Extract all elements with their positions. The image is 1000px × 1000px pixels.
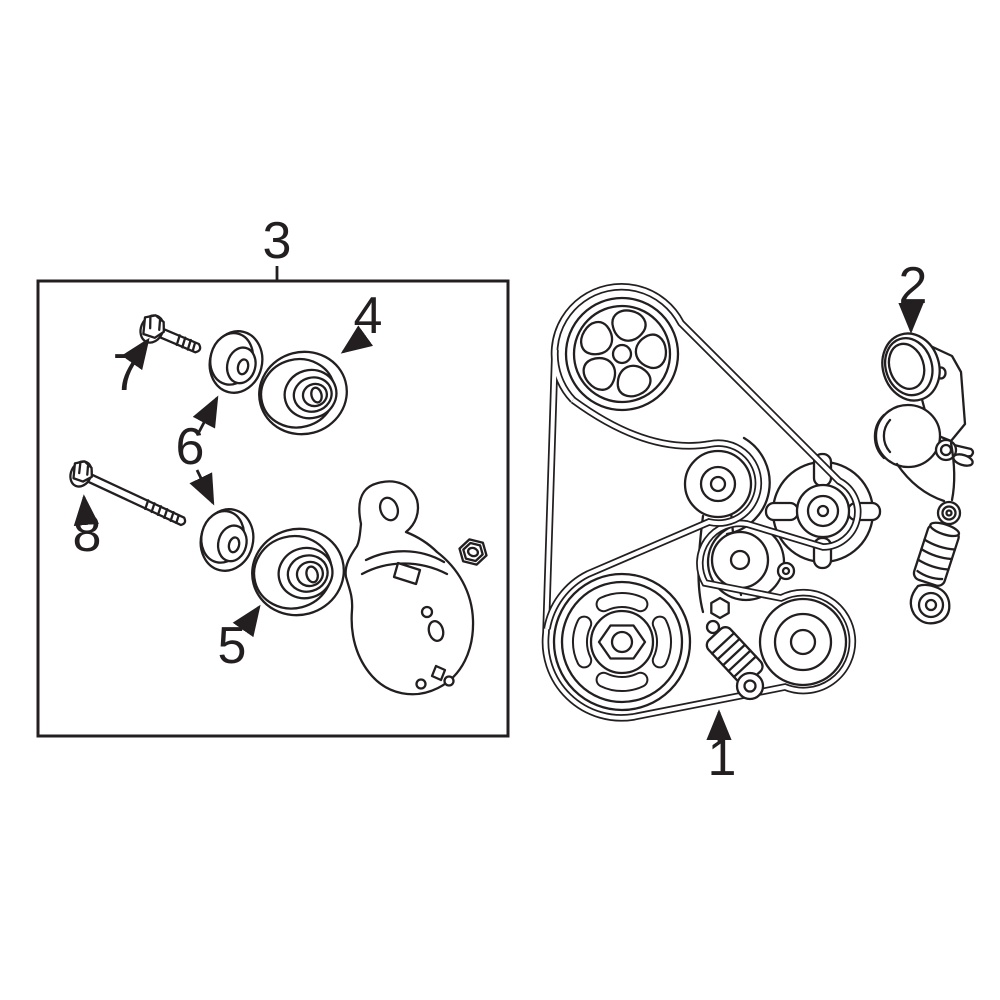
flange-bolt-short xyxy=(139,314,202,354)
serpentine-belt-diagram xyxy=(541,283,882,722)
idler-arm-arc xyxy=(725,436,771,536)
callout-arrow-6a xyxy=(192,395,219,433)
callout-arrow-4 xyxy=(340,325,374,354)
callouts: 1 2 3 4 5 6 7 8 xyxy=(73,212,928,787)
auto-tensioner-assembly xyxy=(873,332,975,625)
idler-pulley-large-upper xyxy=(258,350,348,436)
bracket-mount-hole xyxy=(378,496,400,522)
alternator-pulley xyxy=(564,296,680,412)
idler-pulley-small-upper xyxy=(208,330,264,394)
strut-eyelet xyxy=(735,671,765,701)
drive-belt xyxy=(541,283,862,722)
tensioner-assembly-pulley xyxy=(881,332,941,402)
callout-6-small-idlers: 6 xyxy=(176,418,205,476)
tensioner-pulley xyxy=(710,530,796,590)
upper-idler-pulley xyxy=(683,449,753,519)
strut-hex-bolt xyxy=(710,596,730,620)
callout-4-idler-pulley: 4 xyxy=(354,287,383,345)
callout-arrow-7 xyxy=(121,337,150,371)
damper-eyelet xyxy=(909,583,951,625)
idler-pulley-large-lower xyxy=(251,527,345,617)
callout-3-parts-kit: 3 xyxy=(263,212,292,270)
callout-arrow-5 xyxy=(232,604,261,638)
callout-arrow-8 xyxy=(73,494,99,526)
tensioner-joint xyxy=(936,500,962,526)
flange-bolt-long xyxy=(69,460,187,527)
tensioner-damper xyxy=(912,521,961,587)
callout-8-bolt: 8 xyxy=(73,505,102,563)
ac-compressor-pulley xyxy=(758,597,848,687)
callout-7-bolt: 7 xyxy=(113,344,142,402)
callout-2-tensioner-assembly: 2 xyxy=(899,257,928,315)
crankshaft-pulley xyxy=(552,572,692,712)
tensioner-bracket xyxy=(344,480,475,696)
idler-pulley-small-lower xyxy=(199,508,255,572)
callout-arrow-6b xyxy=(189,469,215,506)
callout-1-drive-belt: 1 xyxy=(708,729,737,787)
hex-nut xyxy=(458,538,488,566)
callout-5-idler-pulley: 5 xyxy=(218,617,247,675)
tensioner-body xyxy=(874,403,942,469)
parts-kit-box-group xyxy=(36,279,510,738)
